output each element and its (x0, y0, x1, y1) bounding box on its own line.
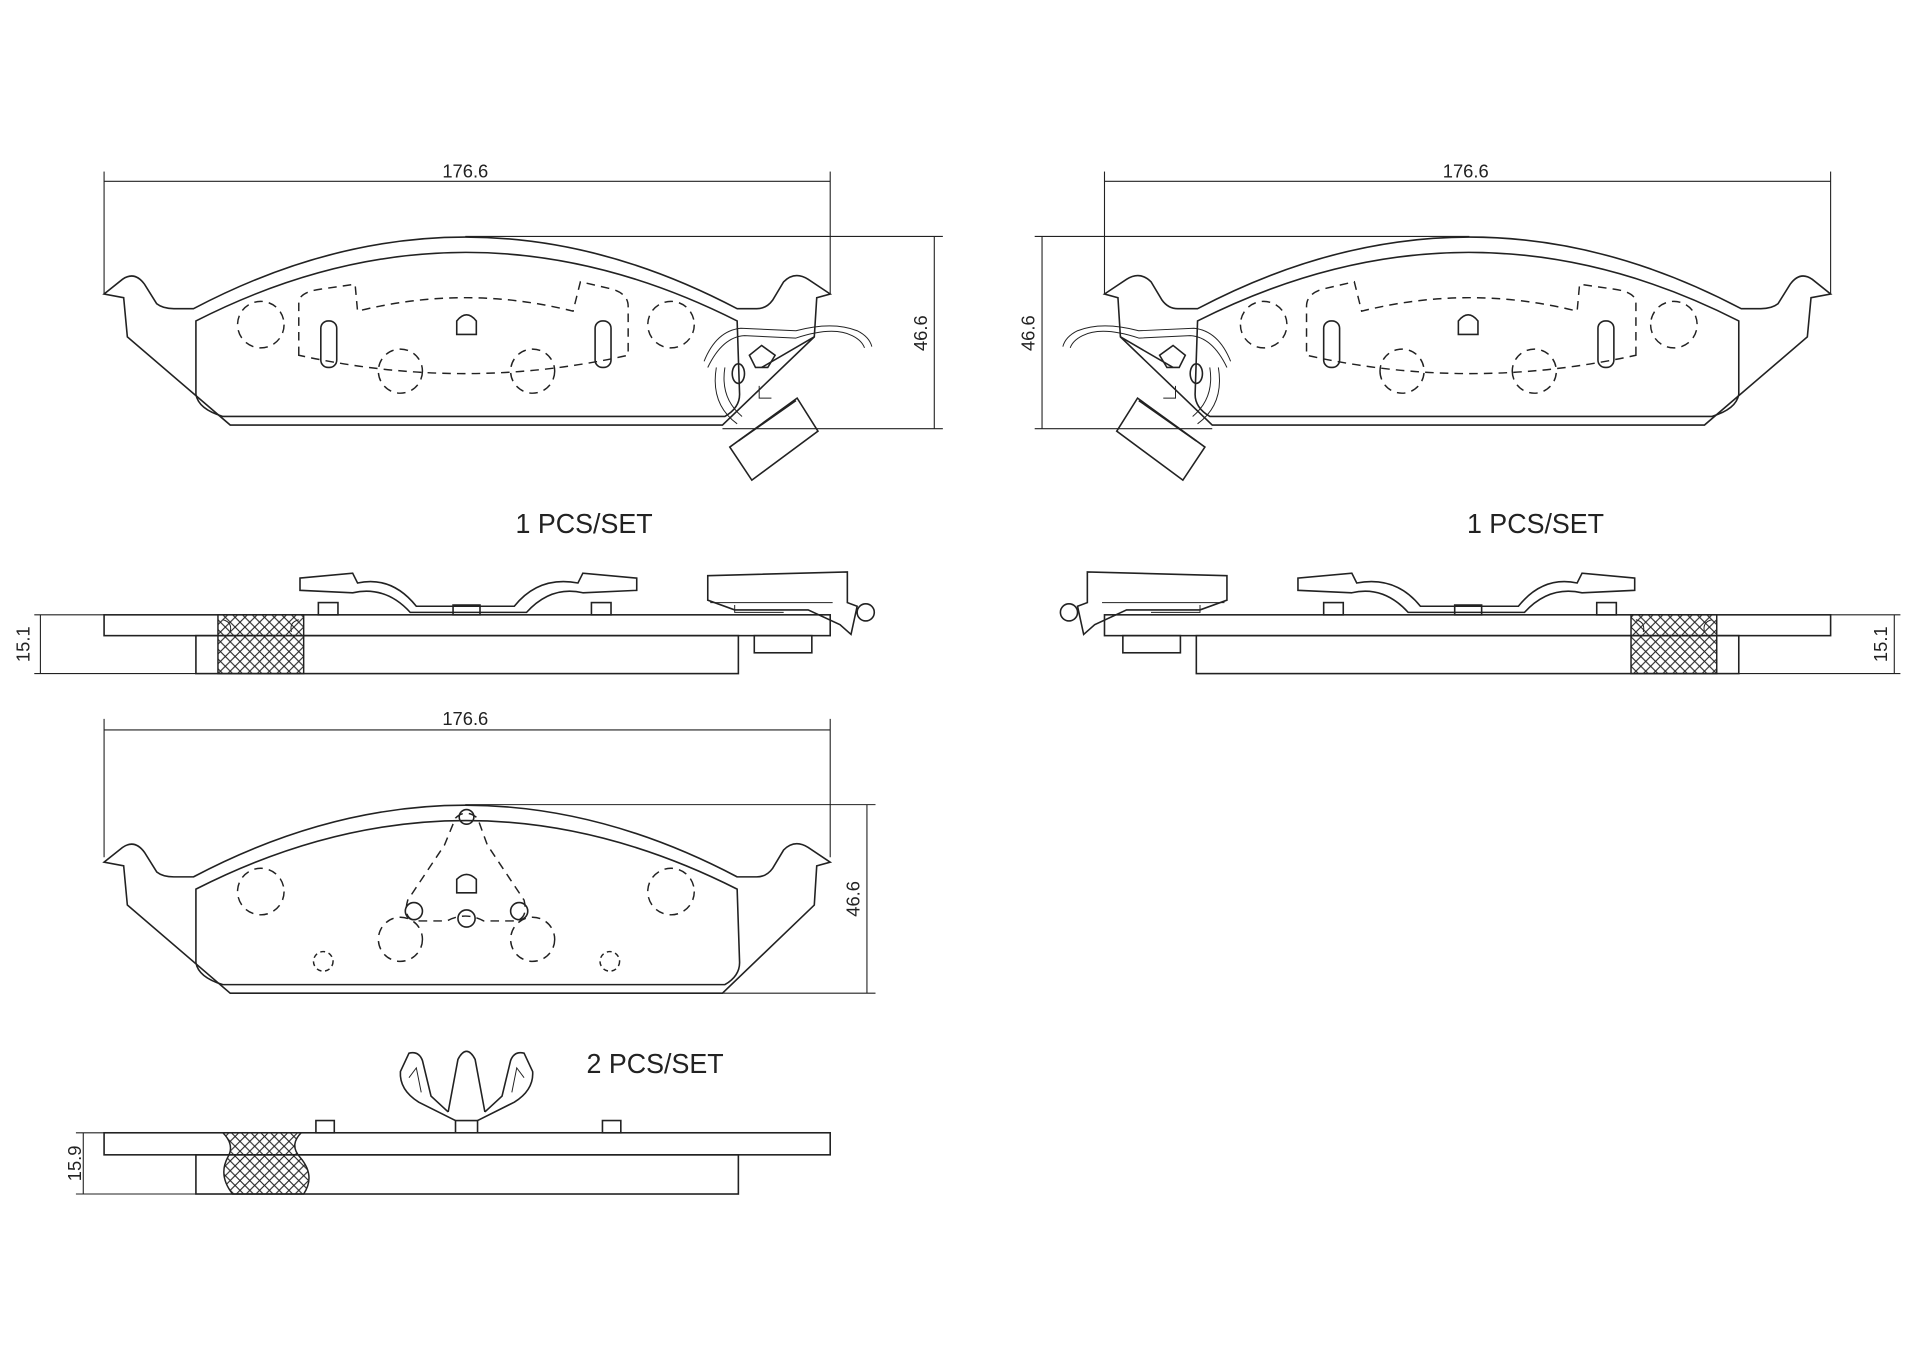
hidden-features (236, 280, 696, 394)
height-dimension: 46.6 (1018, 315, 1039, 351)
quantity-label: 1 PCS/SET (1467, 508, 1604, 539)
height-dimension: 46.6 (843, 881, 864, 917)
thickness-dimension: 15.1 (12, 626, 33, 662)
bottom-pad-face-view: 176.6 46.6 (103, 708, 876, 994)
bottom-pad-side-view: 15.9 (64, 1050, 831, 1195)
width-dimension: 176.6 (442, 161, 488, 182)
wear-sensor (703, 325, 873, 481)
width-dimension: 176.6 (1443, 161, 1489, 182)
thickness-dimension: 15.1 (1870, 626, 1891, 662)
height-dimension: 46.6 (910, 315, 931, 351)
thickness-dimension: 15.9 (64, 1146, 85, 1182)
top-left-pad-side-view: 15.1 (12, 571, 876, 675)
quantity-label: 2 PCS/SET (587, 1048, 724, 1079)
top-right-pad-face-view: 176.6 46.6 (1018, 161, 1832, 481)
width-dimension: 176.6 (442, 708, 488, 729)
quantity-label: 1 PCS/SET (516, 508, 653, 539)
top-left-pad-face-view: 176.6 46.6 (103, 161, 943, 481)
top-right-pad-side-view: 15.1 (1059, 571, 1901, 675)
